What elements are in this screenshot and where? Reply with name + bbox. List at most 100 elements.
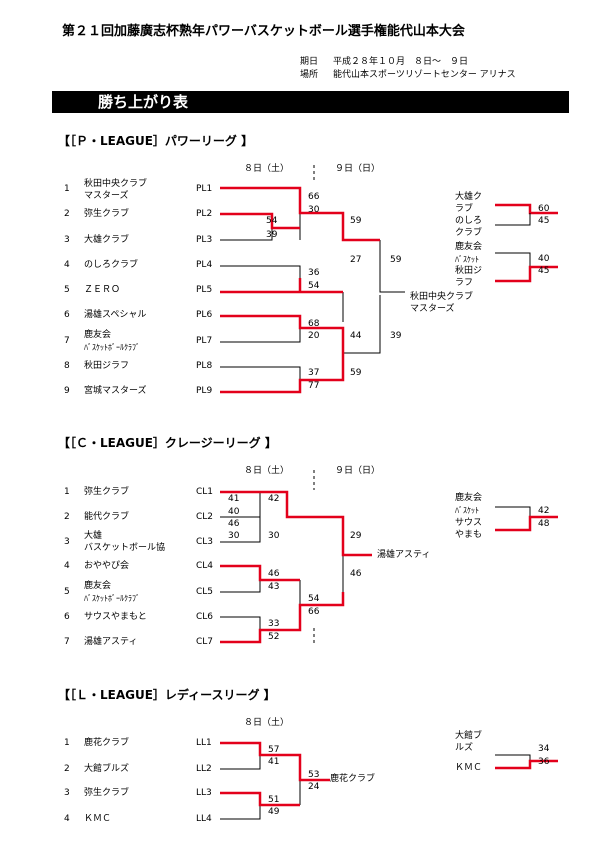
score: 45 xyxy=(538,266,550,276)
p-line-loss xyxy=(220,328,301,343)
side-team: 鹿友会 xyxy=(455,242,483,252)
team-code: LL4 xyxy=(196,814,212,824)
score: 66 xyxy=(308,192,320,202)
score: 59 xyxy=(390,255,402,265)
score: 41 xyxy=(268,757,280,767)
team-name: おややぴ会 xyxy=(84,561,130,571)
team-name: 湯雄アスティ xyxy=(84,637,138,647)
p-champion-line2: マスターズ xyxy=(410,304,455,314)
c-league-heading: 【［Ｃ・LEAGUE］クレージーリーグ 】 xyxy=(58,436,277,450)
team-num: 4 xyxy=(64,561,70,571)
team-name: 秋田中央クラブ xyxy=(84,179,148,189)
team-num: 6 xyxy=(64,612,70,622)
team-num: 3 xyxy=(64,537,70,547)
team-num: 5 xyxy=(64,285,70,295)
l-day1: ８日（土） xyxy=(244,718,290,728)
score: 52 xyxy=(268,632,280,642)
team-name-line2: ﾊﾞｽｹｯﾄﾎﾞｰﾙｸﾗﾌﾞ xyxy=(84,343,140,352)
team-name: サウスやまもと xyxy=(84,612,147,622)
score: 68 xyxy=(308,319,320,329)
team-name: 湯雄スペシャル xyxy=(84,310,147,320)
side-team: ﾊﾞｽｹｯﾄ xyxy=(455,255,479,264)
p-side-win xyxy=(495,203,558,215)
l-side-loss xyxy=(495,754,531,761)
score: 51 xyxy=(268,795,280,805)
score: 36 xyxy=(308,268,320,278)
p-line-loss xyxy=(379,240,405,293)
p-line-win xyxy=(220,186,380,242)
team-code: PL1 xyxy=(196,184,213,194)
score: 24 xyxy=(308,782,320,792)
score: 36 xyxy=(538,757,550,767)
score: 57 xyxy=(268,745,280,755)
score: 46 xyxy=(350,569,362,579)
c-line-win xyxy=(220,490,372,557)
team-code: CL1 xyxy=(196,487,214,497)
c-side-win xyxy=(495,515,558,532)
p-side-loss xyxy=(495,213,531,226)
p-league-heading: 【［Ｐ・LEAGUE］パワーリーグ 】 xyxy=(58,134,254,148)
team-code: CL4 xyxy=(196,561,214,571)
team-name: 大雄 xyxy=(84,531,103,541)
banner-bar xyxy=(52,91,569,113)
score: 42 xyxy=(538,506,550,516)
side-team: 秋田ジ xyxy=(455,266,483,276)
team-name: 秋田ジラフ xyxy=(84,361,130,371)
score: 43 xyxy=(268,582,280,592)
l-league-heading: 【［Ｌ・LEAGUE］レディースリーグ 】 xyxy=(58,688,276,702)
team-code: LL3 xyxy=(196,788,212,798)
team-name-line2: ﾊﾞｽｹｯﾄﾎﾞｰﾙｸﾗﾌﾞ xyxy=(84,594,140,603)
team-name: 宮城マスターズ xyxy=(84,386,147,396)
team-num: 7 xyxy=(64,336,70,346)
team-code: PL8 xyxy=(196,361,213,371)
side-team: クラブ xyxy=(455,228,483,238)
side-team: サウス xyxy=(455,518,483,528)
team-code: LL2 xyxy=(196,764,212,774)
team-code: CL7 xyxy=(196,637,214,647)
p-day1: ８日（土） xyxy=(244,164,290,174)
c-day1: ８日（土） xyxy=(244,466,290,476)
team-code: PL5 xyxy=(196,285,213,295)
l-line-win xyxy=(220,741,330,782)
score: 42 xyxy=(268,494,280,504)
side-team: ﾊﾞｽｹｯﾄ xyxy=(455,506,479,515)
p-line-loss xyxy=(220,228,273,241)
team-name: のしろクラブ xyxy=(84,260,139,270)
team-num: 1 xyxy=(64,738,70,748)
team-num: 2 xyxy=(64,209,70,219)
l-line-loss xyxy=(220,805,261,820)
team-code: PL7 xyxy=(196,336,213,346)
banner-title: 勝ち上がり表 xyxy=(98,93,189,111)
p-line-loss xyxy=(343,295,381,354)
side-team: ラフ xyxy=(455,278,474,288)
score: 27 xyxy=(350,255,362,265)
c-side-loss xyxy=(495,506,531,517)
team-code: CL6 xyxy=(196,612,214,622)
c-line-loss xyxy=(220,580,261,593)
score: 41 xyxy=(228,494,240,504)
team-num: 4 xyxy=(64,814,70,824)
p-line-loss xyxy=(220,265,301,278)
c-champion: 湯雄アスティ xyxy=(377,550,431,560)
p-line-win xyxy=(220,212,300,230)
side-team: ラブ xyxy=(455,204,474,214)
team-code: CL2 xyxy=(196,512,214,522)
team-name: ＺＥＲＯ xyxy=(84,285,121,295)
p-day2: ９日（日） xyxy=(335,164,381,174)
team-code: PL3 xyxy=(196,235,213,245)
team-code: PL9 xyxy=(196,386,213,396)
team-name: 鹿友会 xyxy=(84,330,112,340)
place-value: 能代山本スポーツリゾートセンター アリナス xyxy=(333,70,516,80)
score: 66 xyxy=(308,607,320,617)
score: 39 xyxy=(266,230,278,240)
team-name: 鹿花クラブ xyxy=(84,738,130,748)
score: 54 xyxy=(308,594,320,604)
team-num: 1 xyxy=(64,487,70,497)
p-line-win xyxy=(220,314,345,353)
score: 60 xyxy=(538,204,550,214)
side-team: やまも xyxy=(455,530,483,540)
score: 59 xyxy=(350,368,362,378)
score: 40 xyxy=(538,254,550,264)
side-team: のしろ xyxy=(455,216,483,226)
